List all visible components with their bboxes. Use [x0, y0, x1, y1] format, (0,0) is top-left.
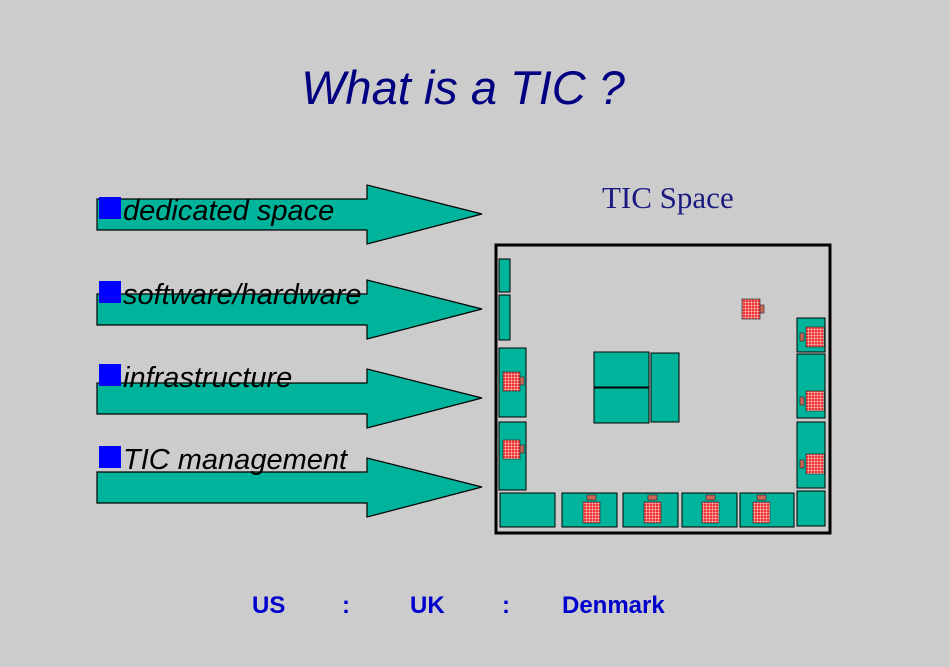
arrow-dedicated-space — [96, 184, 483, 245]
workstation-icon — [805, 390, 825, 412]
bullet-square-icon — [99, 197, 121, 219]
bullet-item: infrastructure — [99, 362, 292, 395]
workstation-icon — [752, 501, 771, 524]
workstation-icon — [582, 501, 601, 524]
tic-floor-plan — [494, 243, 832, 535]
bullet-text: software/hardware — [123, 279, 362, 311]
workstation-icon — [701, 501, 720, 524]
workstation-tower — [759, 304, 765, 314]
workstation-icon — [502, 371, 521, 392]
workstation-icon — [805, 326, 825, 348]
footer-item-denmark: Denmark — [562, 592, 665, 619]
arrow-software-hardware — [96, 279, 483, 340]
bullet-square-icon — [99, 446, 121, 468]
bullet-square-icon — [99, 281, 121, 303]
footer-item-uk: UK — [410, 592, 445, 619]
desk — [796, 490, 826, 527]
slide-title: What is a TIC ? — [301, 61, 625, 114]
workstation-tower — [519, 444, 525, 454]
tic-space-label: TIC Space — [602, 180, 734, 215]
bullet-item: software/hardware — [99, 279, 362, 312]
bullet-item: TIC management — [99, 444, 347, 477]
workstation-tower — [586, 494, 597, 501]
desk — [498, 258, 511, 293]
workstation-tower — [799, 459, 805, 469]
bullet-text: infrastructure — [123, 362, 293, 394]
footer-separator: : — [342, 592, 350, 619]
workstation-icon — [502, 439, 521, 460]
bullet-item: dedicated space — [99, 195, 334, 228]
table — [650, 352, 680, 423]
table — [593, 351, 650, 388]
desk — [498, 294, 511, 341]
workstation-icon — [643, 501, 662, 524]
footer-item-us: US — [252, 592, 286, 619]
bullet-text: TIC management — [123, 444, 348, 476]
workstation-tower — [799, 332, 805, 342]
workstation-tower — [647, 494, 658, 501]
bullet-square-icon — [99, 364, 121, 386]
table — [593, 387, 650, 424]
desk — [499, 492, 556, 528]
bullet-text: dedicated space — [123, 195, 335, 227]
workstation-icon — [805, 453, 825, 475]
workstation-tower — [519, 376, 525, 386]
workstation-tower — [756, 494, 767, 501]
workstation-tower — [705, 494, 716, 501]
workstation-icon — [741, 298, 761, 320]
workstation-tower — [799, 396, 805, 406]
footer-separator: : — [502, 592, 510, 619]
arrow-infrastructure — [96, 368, 483, 429]
arrow-tic-management — [96, 457, 483, 518]
